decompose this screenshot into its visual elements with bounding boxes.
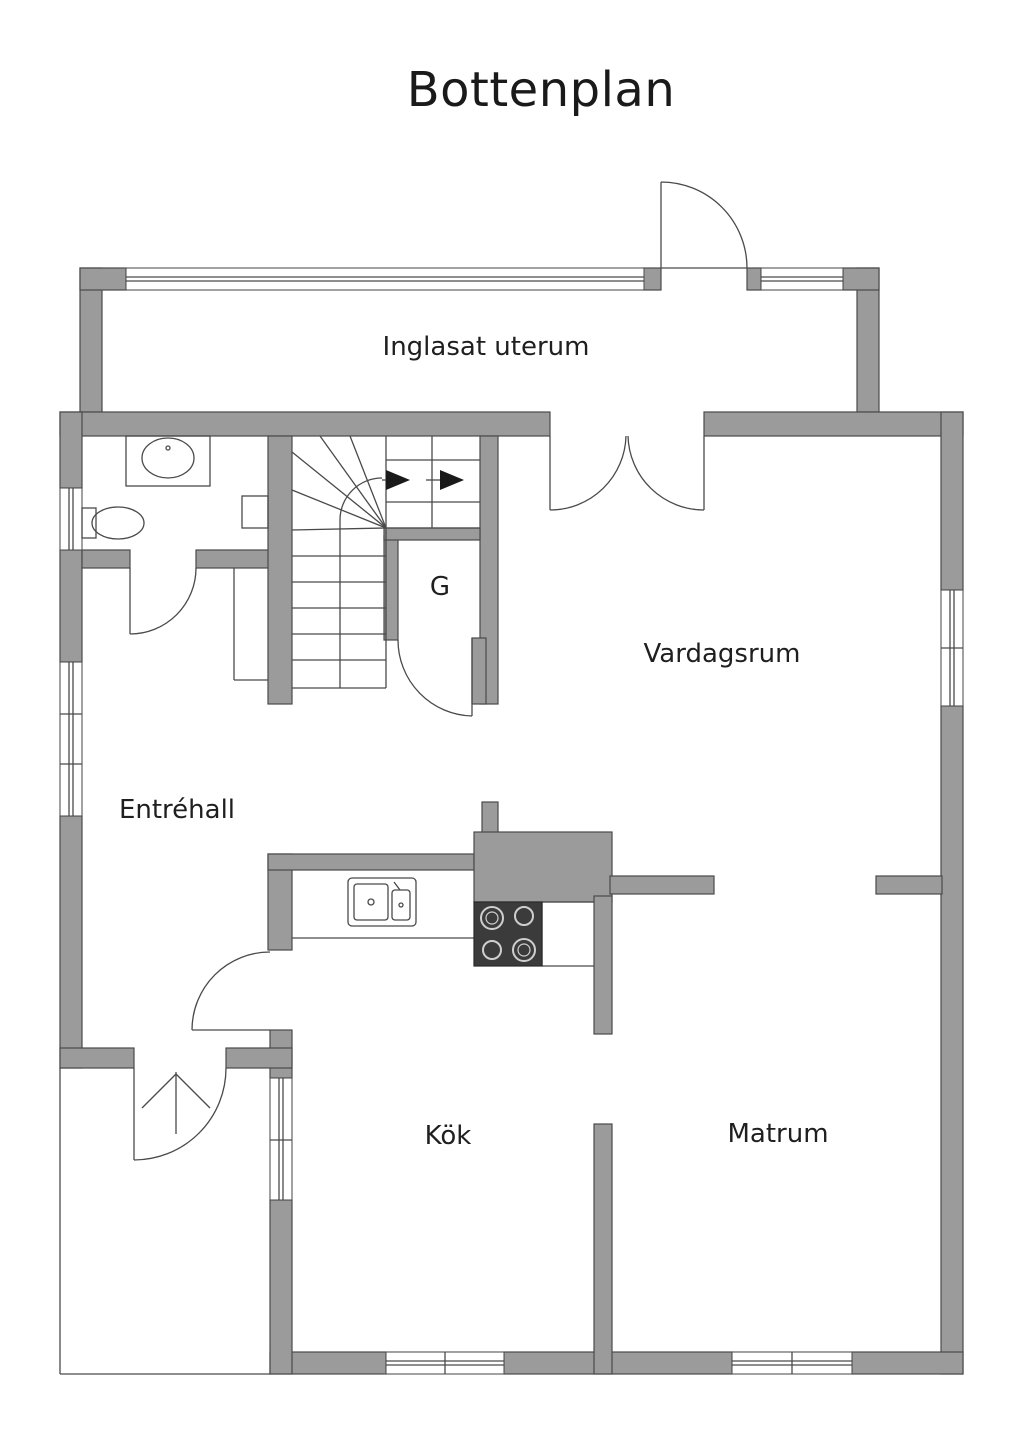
room-label-entrehall: Entréhall (119, 795, 235, 825)
room-label-vardagsrum: Vardagsrum (644, 639, 801, 669)
room-label-kok: Kök (425, 1121, 472, 1151)
room-label-garderob: G (430, 572, 450, 602)
entry-porch (59, 1068, 270, 1375)
fixtures (81, 435, 594, 967)
room-label-uterum: Inglasat uterum (383, 332, 590, 362)
staircase (291, 435, 480, 689)
room-labels: Inglasat uterum G Vardagsrum Entréhall K… (119, 332, 829, 1151)
plan-title: Bottenplan (406, 62, 676, 118)
room-label-matrum: Matrum (727, 1119, 828, 1149)
windows (59, 267, 964, 1375)
walls (59, 267, 964, 1375)
doors (129, 181, 748, 1161)
